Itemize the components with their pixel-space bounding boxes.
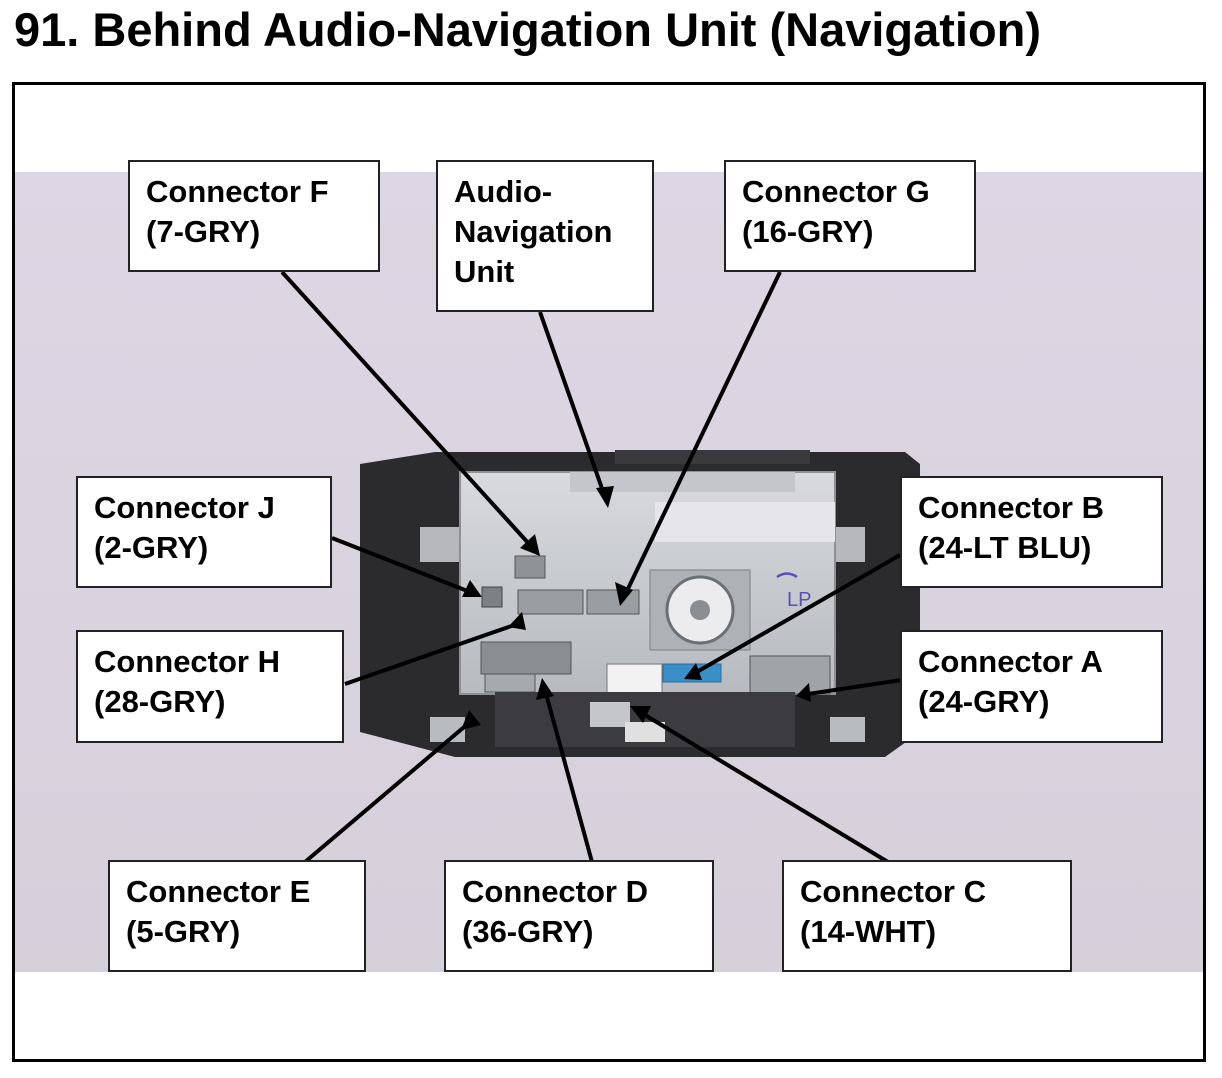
arrow-connector-c (638, 710, 890, 864)
page-title: 91. Behind Audio-Navigation Unit (Naviga… (14, 3, 1042, 56)
callout-label: Connector E (126, 874, 311, 909)
arrow-connector-h (344, 621, 521, 686)
arrow-connector-j (331, 536, 471, 594)
callout-spec: (24-GRY) (918, 684, 1050, 719)
arrow-connector-d (543, 689, 594, 863)
arrow-connector-g (623, 271, 782, 596)
callout-connector-b: Connector B (24-LT BLU) (900, 476, 1163, 588)
callout-label: Navigation (454, 214, 613, 249)
arrow-audio-navigation-unit (538, 311, 607, 498)
arrow-connector-f (280, 270, 532, 547)
callout-label: Connector D (462, 874, 648, 909)
arrow-connector-e (303, 720, 472, 864)
callout-spec: (28-GRY) (94, 684, 226, 719)
callout-connector-a: Connector A (24-GRY) (900, 630, 1163, 743)
callout-label: Connector J (94, 490, 275, 525)
callout-label: Connector A (918, 644, 1103, 679)
callout-label: Connector G (742, 174, 930, 209)
callout-spec: (5-GRY) (126, 914, 241, 949)
callout-spec: (2-GRY) (94, 530, 209, 565)
callout-connector-f: Connector F (7-GRY) (128, 160, 380, 272)
arrow-connector-b (694, 553, 901, 675)
callout-connector-d: Connector D (36-GRY) (444, 860, 714, 972)
arrow-connector-a (807, 678, 903, 696)
callout-spec: (24-LT BLU) (918, 530, 1092, 565)
callout-connector-c: Connector C (14-WHT) (782, 860, 1072, 972)
callout-audio-navigation-unit: Audio- Navigation Unit (436, 160, 654, 312)
unit-handwritten-label: LP (787, 589, 811, 611)
callout-spec: (16-GRY) (742, 214, 874, 249)
callout-spec: (36-GRY) (462, 914, 594, 949)
callout-connector-h: Connector H (28-GRY) (76, 630, 344, 743)
callout-label: Connector C (800, 874, 986, 909)
callout-label: Unit (454, 254, 515, 289)
callout-label: Connector H (94, 644, 280, 679)
callout-label: Audio- (454, 174, 553, 209)
callout-label: Connector B (918, 490, 1104, 525)
callout-connector-g: Connector G (16-GRY) (724, 160, 976, 272)
callout-spec: (14-WHT) (800, 914, 937, 949)
callout-connector-e: Connector E (5-GRY) (108, 860, 366, 972)
callout-spec: (7-GRY) (146, 214, 261, 249)
callout-label: Connector F (146, 174, 329, 209)
callout-connector-j: Connector J (2-GRY) (76, 476, 332, 588)
